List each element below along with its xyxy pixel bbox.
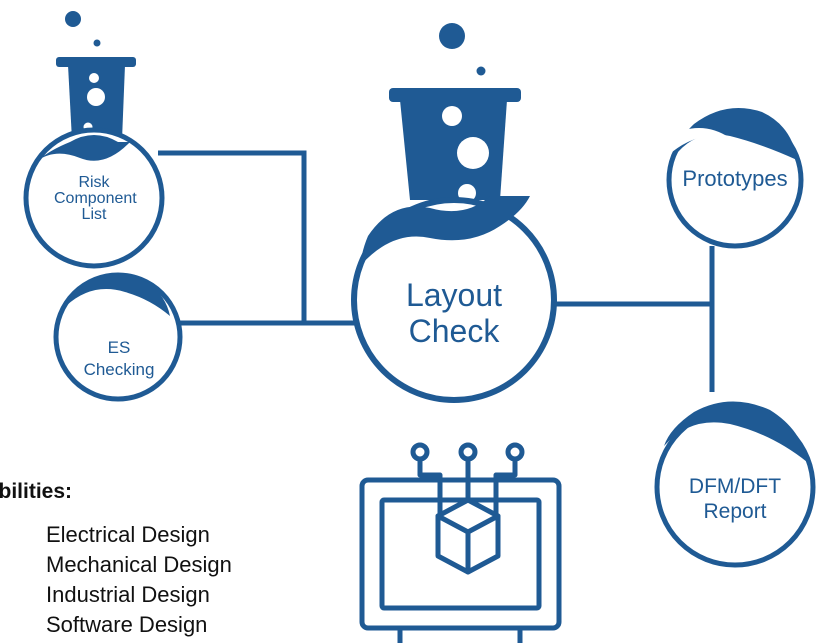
node-label-line: Prototypes xyxy=(682,166,788,191)
node-label-line: Risk xyxy=(78,174,110,191)
node-dfm-dft-report: DFM/DFT Report xyxy=(665,474,805,524)
dfm-dft-report-bubble xyxy=(654,401,816,568)
flask-icon xyxy=(23,11,165,269)
node-label-line: Report xyxy=(703,500,767,524)
node-label-line: DFM/DFT xyxy=(688,475,782,498)
node-es-checking: ES Checking xyxy=(74,337,164,381)
flask-icon xyxy=(351,23,557,403)
connector-risk-to-layout xyxy=(158,150,307,323)
node-label-line: Checking xyxy=(83,360,155,380)
list-item: Industrial Design xyxy=(46,582,210,607)
node-label-line: List xyxy=(81,206,107,223)
list-item: Mechanical Design xyxy=(46,552,232,577)
node-prototypes: Prototypes xyxy=(663,168,807,190)
list-item: Software Design xyxy=(46,612,208,637)
node-label-line: Layout xyxy=(405,277,503,313)
monitor-circuit-cube-icon xyxy=(359,442,562,643)
node-layout-check: Layout Check xyxy=(374,277,534,350)
prototypes-bubble xyxy=(666,108,804,249)
es-checking-bubble xyxy=(53,272,183,402)
connector-lines xyxy=(158,150,715,392)
capabilities-heading: pabilities: xyxy=(0,480,73,503)
list-item: Electrical Design xyxy=(46,522,210,547)
node-label-line: ES xyxy=(107,338,131,357)
node-label-line: Component xyxy=(54,190,137,207)
node-label-line: Check xyxy=(408,312,500,349)
capabilities-list: Electrical Design Mechanical Design Indu… xyxy=(46,521,232,641)
node-risk-component-list: Risk Component List xyxy=(54,174,137,223)
